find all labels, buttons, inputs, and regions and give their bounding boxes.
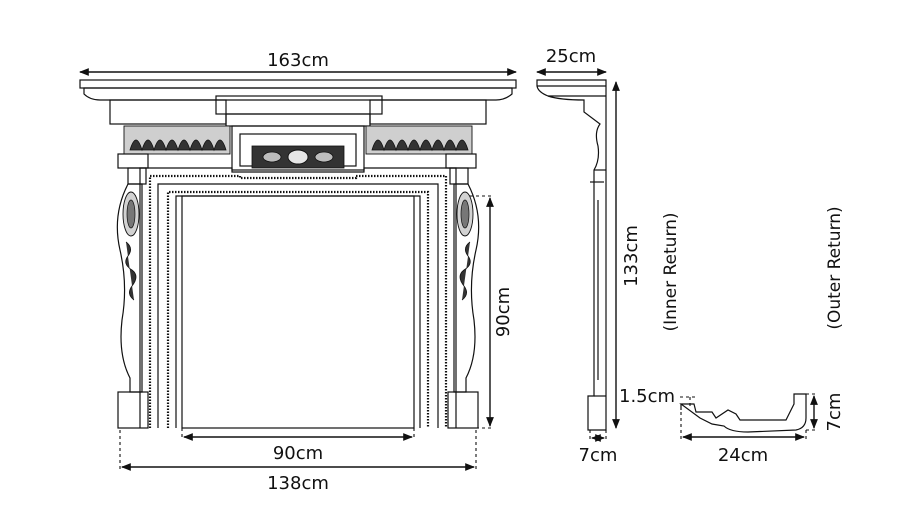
side-elevation <box>536 79 607 431</box>
label-opening-height: 90cm <box>493 287 514 337</box>
label-height: 133cm <box>621 225 642 287</box>
right-corbel-leg <box>447 183 480 429</box>
dim-footprint-width: 138cm <box>119 430 477 494</box>
dim-return-width: 24cm <box>680 412 807 466</box>
dim-overall-width: 163cm <box>79 50 517 76</box>
centre-rosette <box>262 149 334 165</box>
label-opening-width: 90cm <box>273 443 323 464</box>
label-return-width: 24cm <box>718 445 768 466</box>
label-inner-return-note: (Inner Return) <box>661 212 681 331</box>
dim-return-height: 7cm <box>806 393 845 432</box>
dim-height: 133cm <box>612 81 642 429</box>
left-corbel-leg <box>116 183 149 429</box>
dim-inner-return: 1.5cm <box>619 386 696 407</box>
dim-depth: 25cm <box>536 46 607 76</box>
dim-opening-width: 90cm <box>181 428 415 464</box>
label-footprint-width: 138cm <box>267 473 329 494</box>
label-depth: 25cm <box>546 46 596 67</box>
label-overall-width: 163cm <box>267 50 329 71</box>
return-profile <box>679 393 807 433</box>
dim-slip-depth: 7cm <box>579 430 618 466</box>
label-slip-depth: 7cm <box>579 445 618 466</box>
frieze-anthemion-right <box>371 139 469 152</box>
label-inner-return-top: 1.5cm <box>619 386 675 407</box>
front-elevation <box>79 79 517 429</box>
frieze-anthemion-left <box>129 139 227 152</box>
label-return-height: 7cm <box>824 393 845 432</box>
dim-opening-height: 90cm <box>470 195 514 429</box>
label-outer-return-note: (Outer Return) <box>825 206 845 329</box>
